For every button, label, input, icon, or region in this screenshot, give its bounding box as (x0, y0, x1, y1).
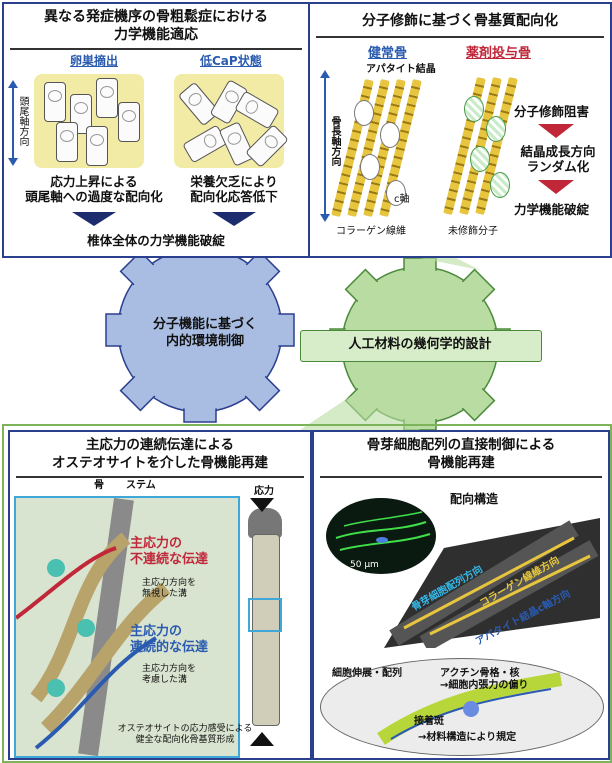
panel-stress-transfer: 主応力の連続伝達による オステオサイトを介した骨機能再建 骨 ステム 応力 主応… (8, 430, 312, 760)
gear-left-line1: 分子機能に基づく (152, 317, 257, 332)
axis-arrow-icon (12, 86, 14, 160)
bone-label: 骨 (94, 480, 104, 491)
consider-groove-line1: 主応力方向を (142, 664, 197, 674)
step-randomize-line2: ランダム化 (526, 159, 590, 174)
step-failure: 力学機能破綻 (514, 202, 590, 217)
adhesion-label: 接着斑 (414, 716, 444, 727)
c-axis-label: c軸 (394, 194, 410, 205)
gear-left-line2: 内的環境制御 (165, 334, 244, 349)
panel-title-line1: 骨芽細胞配列の直接制御による (366, 437, 556, 453)
vertebra-conclusion: 椎体全体の力学機能破綻 (87, 233, 225, 248)
panel-title: 分子修飾に基づく骨基質配向化 (362, 13, 558, 29)
continuous-line2: 連続的な伝達 (130, 640, 209, 655)
cell-spreading-illustration (320, 658, 604, 756)
low-cap-heading: 低CaP状態 (200, 54, 262, 68)
discontinuous-line1: 主応力の (130, 536, 183, 551)
ovx-caption-line1: 応力上昇による (50, 174, 138, 189)
consider-groove-label: 主応力方向を 考慮した溝 (142, 664, 196, 686)
panel-osteoblast-alignment: 骨芽細胞配列の直接制御による 骨機能再建 50 µm 配向構造 骨芽細胞配列方向… (312, 430, 610, 760)
low-cap-bone-illustration (174, 74, 289, 168)
actin-line1: アクチン骨格・核 (440, 668, 520, 679)
ridged-material-illustration (384, 508, 600, 652)
osteocyte-note-line1: オステオサイトの応力感受による (117, 724, 253, 734)
low-cap-caption-line1: 栄養欠乏により (190, 174, 278, 189)
gear-diagram (105, 240, 511, 430)
continuous-label: 主応力の 連続的な伝達 (130, 624, 208, 656)
collagen-label: コラーゲン線維 (336, 226, 406, 237)
panel-title-line1: 異なる発症機序の骨粗鬆症における (44, 9, 268, 25)
axis-label: 頭尾軸方向 (17, 96, 28, 146)
stem-label: ステム (126, 480, 156, 491)
hip-stem-icon (242, 508, 282, 728)
step-inhibition: 分子修飾阻害 (514, 104, 590, 119)
osteocyte-illustration (14, 496, 240, 758)
stress-arrow-icon (250, 732, 274, 746)
cell-micrograph (326, 498, 436, 574)
panel-molecular-modification: 分子修飾に基づく骨基質配向化 健常骨 薬剤投与骨 アパタイト結晶 骨長軸方向 c… (308, 2, 612, 258)
step-randomize: 結晶成長方向 ランダム化 (510, 144, 606, 174)
unmodified-label: 未修飾分子 (448, 226, 498, 237)
healthy-bone-heading: 健常骨 (368, 46, 408, 61)
continuous-line1: 主応力の (130, 624, 183, 639)
discontinuous-label: 主応力の 不連続な伝達 (130, 536, 208, 568)
gear-left-label: 分子機能に基づく 内的環境制御 (140, 316, 270, 350)
osteocyte-note: オステオサイトの応力感受による 健全な配向化骨基質形成 (100, 724, 270, 746)
bone-axis-arrow-icon (324, 76, 326, 216)
gear-right-label: 人工材料の幾何学的設計 (348, 337, 492, 352)
low-cap-caption: 栄養欠乏により 配向化応答低下 (174, 174, 294, 204)
arrow-down-icon (212, 212, 256, 226)
red-arrow-down-icon (538, 180, 574, 194)
panel-title-line1: 主応力の連続伝達による (85, 437, 235, 453)
apatite-label: アパタイト結晶 (366, 64, 436, 75)
arrow-down-icon (72, 212, 116, 226)
ignore-groove-line2: 無視した溝 (142, 589, 188, 599)
ovx-caption-line2: 頭尾軸への過度な配向化 (25, 189, 163, 204)
bone-axis-label: 骨長軸方向 (329, 116, 340, 166)
cell-spread-label: 細胞伸展・配列 (332, 668, 402, 679)
blue-gear-icon (105, 240, 295, 423)
ignore-groove-line1: 主応力方向を (142, 578, 197, 588)
osteocyte-note-line2: 健全な配向化骨基質形成 (135, 735, 235, 745)
actin-line2: →細胞内張力の偏り (440, 680, 529, 691)
discontinuous-line2: 不連続な伝達 (130, 552, 209, 567)
ignore-groove-label: 主応力方向を 無視した溝 (142, 578, 196, 600)
drug-bone-heading: 薬剤投与骨 (466, 46, 532, 61)
gear-right-banner (300, 330, 542, 362)
stress-label: 応力 (254, 486, 274, 497)
consider-groove-line2: 考慮した溝 (142, 675, 188, 685)
stress-arrow-icon (250, 498, 274, 512)
orient-structure-label: 配向構造 (450, 492, 499, 506)
ovariectomy-heading: 卵巣摘出 (70, 54, 119, 68)
material-rule-label: →材料構造により規定 (418, 732, 517, 743)
scale-bar-label: 50 µm (350, 560, 379, 570)
actin-label: アクチン骨格・核 →細胞内張力の偏り (440, 668, 528, 692)
ovx-caption: 応力上昇による 頭尾軸への過度な配向化 (24, 174, 164, 204)
panel-title-line2: 骨機能再建 (427, 455, 495, 471)
panel-title-line2: 力学機能適応 (114, 27, 198, 43)
ovx-bone-illustration (34, 74, 144, 168)
red-arrow-down-icon (538, 124, 574, 138)
step-randomize-line1: 結晶成長方向 (520, 144, 596, 159)
panel-title-line2: オステオサイトを介した骨機能再建 (52, 455, 268, 471)
low-cap-caption-line2: 配向化応答低下 (190, 189, 278, 204)
panel-osteoporosis: 異なる発症機序の骨粗鬆症における 力学機能適応 卵巣摘出 低CaP状態 頭尾軸方… (2, 2, 310, 258)
